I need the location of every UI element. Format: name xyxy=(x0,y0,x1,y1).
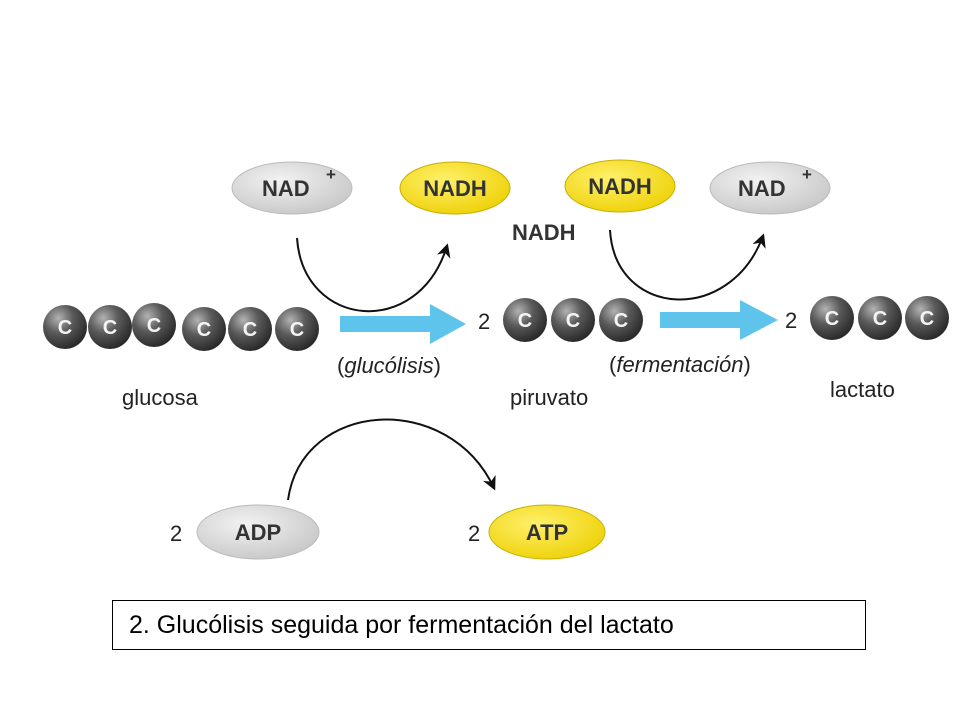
carbon-symbol: C xyxy=(197,319,211,341)
caption-text: 2. Glucólisis seguida por fermentación d… xyxy=(129,611,674,639)
carbon-atom xyxy=(182,307,226,351)
adp-to-atp-arrow xyxy=(287,418,496,501)
lactato-label: lactato xyxy=(830,377,895,402)
carbon-atom xyxy=(88,305,132,349)
carbon-symbol: C xyxy=(920,308,934,330)
fermentation-text: fermentación xyxy=(616,352,743,377)
glucosa-label: glucosa xyxy=(122,385,199,410)
carbon-symbol: C xyxy=(825,308,839,330)
nad-plus-left: NAD + xyxy=(231,161,353,215)
svg-text:(fermentación): (fermentación) xyxy=(609,352,751,377)
lactato-coefficient: 2 xyxy=(785,308,797,333)
nad-right-superscript: + xyxy=(802,165,812,184)
nadh-center-left-label: NADH xyxy=(423,176,487,201)
carbon-symbol: C xyxy=(518,310,532,332)
carbon-symbol: C xyxy=(147,315,161,337)
piruvato-label: piruvato xyxy=(510,385,588,410)
carbon-atom xyxy=(132,303,176,347)
adp-coefficient: 2 xyxy=(170,521,182,546)
atp-label: ATP xyxy=(526,520,568,545)
nad-left-superscript: + xyxy=(326,165,336,184)
adp-label: ADP xyxy=(235,520,281,545)
carbon-atom xyxy=(503,298,547,342)
adp-oval: ADP xyxy=(196,504,320,560)
carbon-atom xyxy=(551,298,595,342)
nadh-center-left: NADH xyxy=(399,161,511,215)
svg-text:(glucólisis): (glucólisis) xyxy=(337,353,441,378)
carbon-atom xyxy=(43,305,87,349)
atp-oval: ATP xyxy=(488,504,606,560)
nadh-center-right-label: NADH xyxy=(588,174,652,199)
fermentation-arrow xyxy=(660,300,778,340)
glycolysis-label: (glucólisis) xyxy=(337,353,441,378)
glycolysis-text: glucólisis xyxy=(344,353,433,378)
nadh-center-right: NADH xyxy=(564,159,676,213)
glycolysis-close-paren: ) xyxy=(434,353,441,378)
nadh-plain-label: NADH xyxy=(512,220,576,245)
nad-to-nadh-arrow xyxy=(296,237,451,312)
carbon-atom xyxy=(275,307,319,351)
fermentation-label: (fermentación) xyxy=(609,352,751,377)
carbon-symbol: C xyxy=(243,319,257,341)
carbon-symbol: C xyxy=(58,317,72,339)
nad-left-label: NAD xyxy=(262,176,310,201)
carbon-atom xyxy=(905,296,949,340)
carbon-symbol: C xyxy=(873,308,887,330)
carbon-symbol: C xyxy=(566,310,580,332)
fermentation-open-paren: ( xyxy=(609,352,617,377)
nad-right-label: NAD xyxy=(738,176,786,201)
carbon-symbol: C xyxy=(103,317,117,339)
carbon-atom xyxy=(810,296,854,340)
glucose-molecule: C C C C C C xyxy=(43,303,319,351)
lactate-molecule: C C C xyxy=(810,296,949,340)
atp-coefficient: 2 xyxy=(468,521,480,546)
carbon-atom xyxy=(228,307,272,351)
carbon-symbol: C xyxy=(290,319,304,341)
piruvato-coefficient: 2 xyxy=(478,309,490,334)
nad-plus-right: NAD + xyxy=(709,161,831,215)
fermentation-close-paren: ) xyxy=(744,352,751,377)
caption-box: 2. Glucólisis seguida por fermentación d… xyxy=(112,600,866,650)
glycolysis-arrow xyxy=(340,304,466,344)
glycolysis-open-paren: ( xyxy=(337,353,345,378)
carbon-atom xyxy=(858,296,902,340)
nadh-to-nad-arrow xyxy=(609,229,766,301)
carbon-symbol: C xyxy=(614,310,628,332)
carbon-atom xyxy=(599,298,643,342)
pyruvate-molecule: C C C xyxy=(503,298,643,342)
